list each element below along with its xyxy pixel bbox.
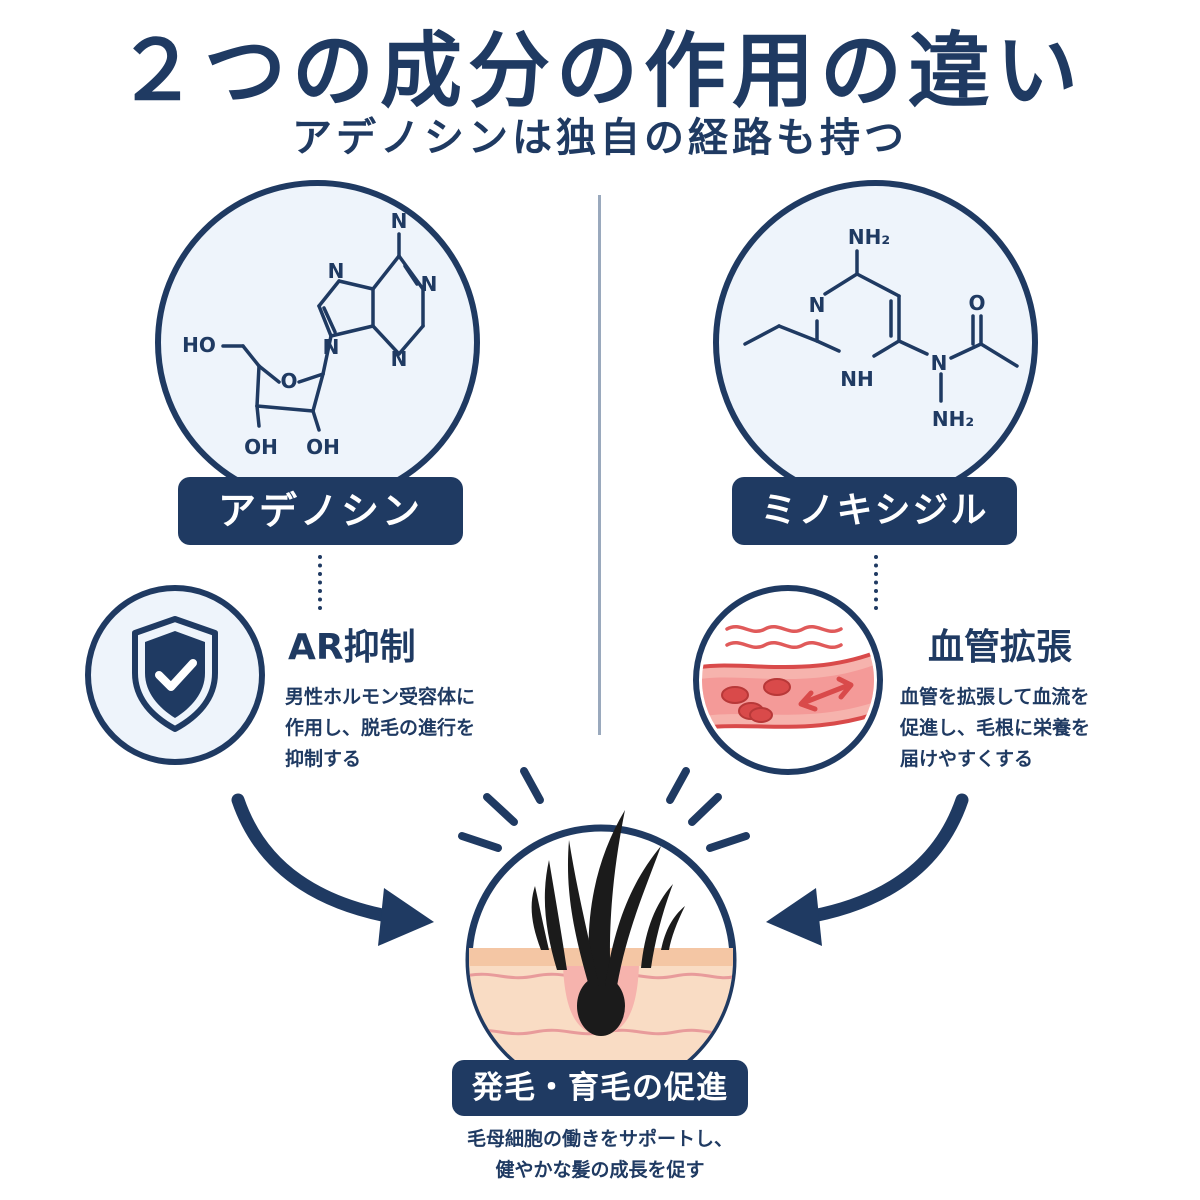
ar-suppression-heading: AR抑制 (288, 627, 416, 668)
page-subtitle: アデノシンは独自の経路も持つ (292, 115, 908, 161)
left-dotted-connector (318, 555, 322, 610)
page-title: ２つの成分の作用の違い (115, 24, 1084, 119)
right-dotted-connector (874, 555, 878, 610)
right-arrow-head (766, 888, 822, 946)
minoxidil-structure-circle: NH₂ N NH O N NH₂ (713, 180, 1038, 505)
atom-nh2: NH₂ (932, 407, 974, 431)
shield-check-icon (132, 616, 218, 732)
atom-n: N (328, 259, 345, 283)
burst-lines (458, 767, 750, 852)
atom-ho: HO (182, 333, 216, 357)
atom-nh: NH (840, 367, 873, 391)
vasodilation-desc: 血管を拡張して血流を 促進し、毛根に栄養を 届けやすくする (900, 686, 1091, 770)
adenosine-structure-icon: N N N N N O HO OH OH (182, 209, 438, 459)
atom-n: N (391, 209, 408, 233)
left-curved-arrow (231, 793, 405, 925)
shield-circle (85, 585, 265, 765)
adenosine-label: アデノシン (178, 477, 463, 545)
blood-vessel-circle (693, 585, 883, 775)
atom-n: N (931, 351, 948, 375)
minoxidil-label: ミノキシジル (732, 477, 1017, 545)
atom-o: O (280, 369, 297, 393)
atom-nh2: NH₂ (848, 225, 890, 249)
atom-n: N (809, 293, 826, 317)
minoxidil-structure-icon: NH₂ N NH O N NH₂ (743, 225, 1019, 431)
atom-n: N (391, 347, 408, 371)
atom-n: N (323, 335, 340, 359)
center-divider (598, 195, 601, 735)
right-curved-arrow (795, 793, 969, 925)
hair-follicle-circle (465, 800, 737, 1100)
blood-vessel-icon (702, 625, 874, 733)
atom-oh: OH (306, 435, 340, 459)
atom-oh: OH (244, 435, 278, 459)
vasodilation-heading: 血管拡張 (928, 627, 1073, 668)
result-label: 発毛・育毛の促進 (452, 1060, 748, 1116)
atom-o: O (968, 291, 985, 315)
ar-suppression-desc: 男性ホルモン受容体に 作用し、脱毛の進行を 抑制する (285, 686, 476, 770)
result-desc: 毛母細胞の働きをサポートし、 健やかな髪の成長を促す (466, 1128, 733, 1181)
hair-follicle-icon (465, 810, 737, 1096)
left-arrow-head (378, 888, 434, 946)
atom-n: N (421, 272, 438, 296)
